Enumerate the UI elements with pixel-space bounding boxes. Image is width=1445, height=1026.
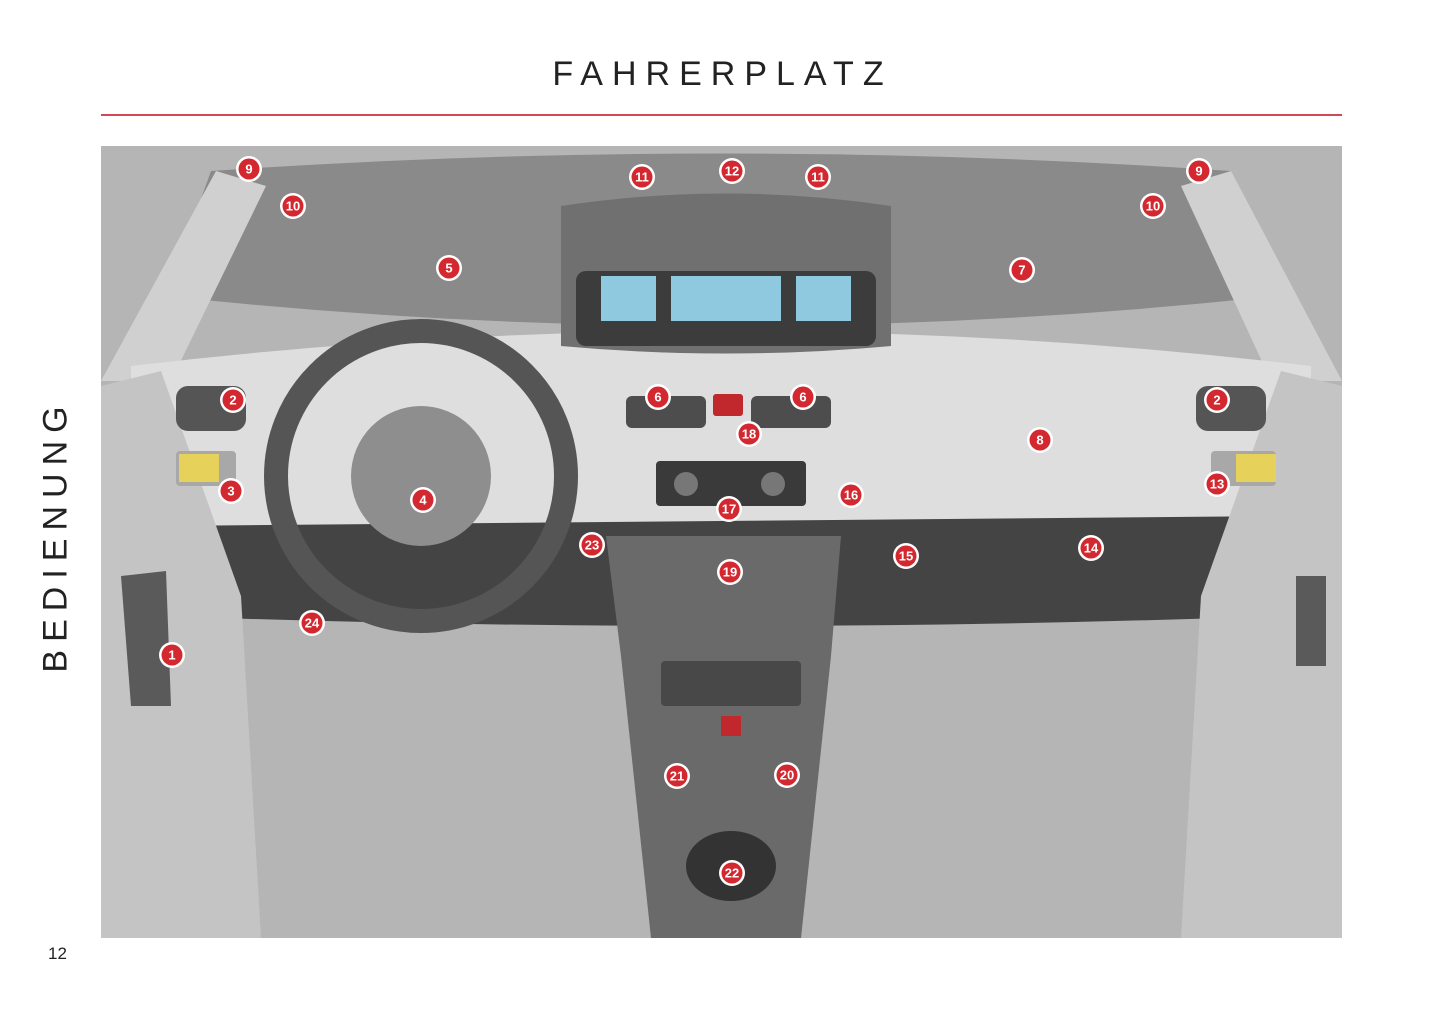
title-divider — [101, 114, 1342, 116]
svg-text:6: 6 — [654, 390, 661, 405]
svg-text:20: 20 — [780, 768, 794, 783]
callout-13: 13 — [1204, 471, 1230, 497]
callout-2-left: 2 — [220, 387, 246, 413]
svg-text:11: 11 — [811, 170, 825, 185]
callout-3: 3 — [218, 478, 244, 504]
svg-text:2: 2 — [229, 393, 236, 408]
svg-text:8: 8 — [1036, 433, 1043, 448]
callout-12: 12 — [719, 158, 745, 184]
svg-text:12: 12 — [725, 164, 739, 179]
svg-text:4: 4 — [419, 493, 427, 508]
left-climate-display — [179, 454, 219, 482]
callout-6-left: 6 — [645, 384, 671, 410]
svg-text:21: 21 — [670, 769, 684, 784]
page-title: FAHRERPLATZ — [552, 55, 893, 93]
svg-text:24: 24 — [305, 616, 320, 631]
callout-19: 19 — [717, 559, 743, 585]
right-climate-display — [1236, 454, 1276, 482]
callout-24: 24 — [299, 610, 325, 636]
callout-21: 21 — [664, 763, 690, 789]
callout-11-left: 11 — [629, 164, 655, 190]
callout-2-right: 2 — [1204, 387, 1230, 413]
section-label: BEDIENUNG — [34, 380, 78, 690]
steering-wheel-hub — [351, 406, 491, 546]
callout-18: 18 — [736, 421, 762, 447]
callout-6-right: 6 — [790, 384, 816, 410]
right-door — [1181, 371, 1342, 938]
svg-text:11: 11 — [635, 170, 649, 185]
radio-knob-right — [761, 472, 785, 496]
svg-text:6: 6 — [799, 390, 806, 405]
svg-text:10: 10 — [1146, 199, 1160, 214]
svg-text:19: 19 — [723, 565, 737, 580]
callout-16: 16 — [838, 482, 864, 508]
left-a-pillar — [101, 171, 266, 381]
callout-17: 17 — [716, 496, 742, 522]
center-console — [606, 536, 841, 938]
callout-14: 14 — [1078, 535, 1104, 561]
console-red-switch — [721, 716, 741, 736]
section-label-text: BEDIENUNG — [36, 397, 75, 673]
svg-text:15: 15 — [899, 549, 913, 564]
radio-knob-left — [674, 472, 698, 496]
svg-text:14: 14 — [1084, 541, 1099, 556]
svg-text:9: 9 — [245, 162, 252, 177]
svg-text:9: 9 — [1195, 164, 1202, 179]
callout-10-right: 10 — [1140, 193, 1166, 219]
right-a-pillar — [1181, 171, 1342, 381]
svg-text:18: 18 — [742, 427, 756, 442]
callout-7: 7 — [1009, 257, 1035, 283]
callout-9-right: 9 — [1186, 158, 1212, 184]
svg-text:23: 23 — [585, 538, 599, 553]
right-window-switch — [1296, 576, 1326, 666]
page-number: 12 — [48, 944, 67, 963]
callout-9-left: 9 — [236, 156, 262, 182]
callout-10-left: 10 — [280, 193, 306, 219]
callout-5: 5 — [436, 255, 462, 281]
callout-15: 15 — [893, 543, 919, 569]
dashboard-illustration: 1 2 2 3 4 5 6 6 — [101, 146, 1342, 938]
cluster-display-right — [796, 276, 851, 321]
svg-text:17: 17 — [722, 502, 736, 517]
cluster-display-left — [601, 276, 656, 321]
hazard-button — [713, 394, 743, 416]
svg-text:2: 2 — [1213, 393, 1220, 408]
svg-text:16: 16 — [844, 488, 858, 503]
callout-4: 4 — [410, 487, 436, 513]
svg-text:3: 3 — [227, 484, 234, 499]
svg-text:22: 22 — [725, 866, 739, 881]
steering-wheel-rim — [264, 319, 578, 633]
callout-20: 20 — [774, 762, 800, 788]
center-vent-left — [626, 396, 706, 428]
svg-text:10: 10 — [286, 199, 300, 214]
svg-text:7: 7 — [1018, 263, 1025, 278]
console-tray — [661, 661, 801, 706]
left-window-switches — [121, 571, 171, 706]
callout-11-right: 11 — [805, 164, 831, 190]
svg-text:13: 13 — [1210, 477, 1224, 492]
svg-text:5: 5 — [445, 261, 452, 276]
callout-22: 22 — [719, 860, 745, 886]
dashboard-svg: 1 2 2 3 4 5 6 6 — [101, 146, 1342, 938]
cluster-display-center — [671, 276, 781, 321]
callout-8: 8 — [1027, 427, 1053, 453]
callout-1: 1 — [159, 642, 185, 668]
svg-text:1: 1 — [168, 648, 175, 663]
callout-23: 23 — [579, 532, 605, 558]
